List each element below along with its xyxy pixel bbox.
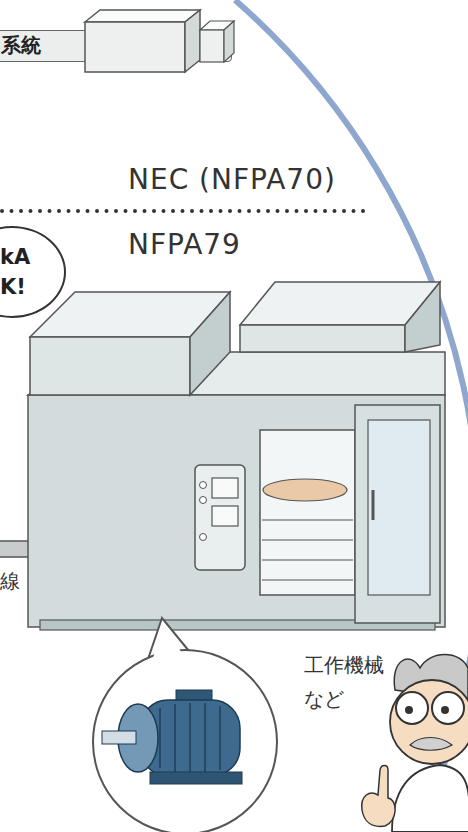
part-label: 線 (0, 568, 20, 595)
cabinet-side (405, 282, 440, 352)
motor-fins (160, 703, 220, 773)
motor-shaft (102, 731, 136, 744)
professor-eye (405, 706, 413, 714)
cabinet-side (190, 292, 230, 395)
system-bar: 系統 (0, 30, 232, 62)
glasses-lens (396, 692, 428, 724)
cabinet-front (240, 325, 405, 352)
callout-joint (150, 625, 192, 668)
panel-button (200, 497, 207, 504)
cabinet-front (30, 337, 190, 395)
machine-door (355, 405, 440, 623)
machine-body (28, 395, 445, 627)
professor-mustache (410, 738, 452, 751)
scope-divider (2, 209, 370, 213)
equipment-top (85, 10, 200, 22)
work-opening (260, 430, 355, 595)
panel-button (200, 534, 207, 541)
panel-display (212, 506, 238, 526)
motor-callout (93, 650, 277, 832)
door-window (368, 420, 430, 595)
glasses-lens (432, 692, 464, 724)
equipment-top (200, 21, 234, 30)
motor-feet (150, 772, 242, 784)
standard-label: NFPA79 (128, 228, 241, 261)
machine-steps (262, 520, 353, 580)
standard-label: NEC (NFPA70) (128, 163, 336, 196)
panel-display (212, 478, 238, 498)
control-panel (195, 465, 245, 570)
node-text: 系統 (1, 31, 231, 60)
pointing-hand (362, 766, 395, 827)
lab-coat (392, 765, 468, 832)
professor-face (390, 680, 468, 764)
turntable (263, 479, 347, 501)
speech-bubble: kA K! (0, 226, 66, 318)
node-text: kA K! (0, 242, 34, 302)
professor-eye (441, 706, 449, 714)
part-label: 工作機械 など (304, 648, 396, 716)
panel-button (200, 482, 207, 489)
door-handle (372, 490, 375, 520)
